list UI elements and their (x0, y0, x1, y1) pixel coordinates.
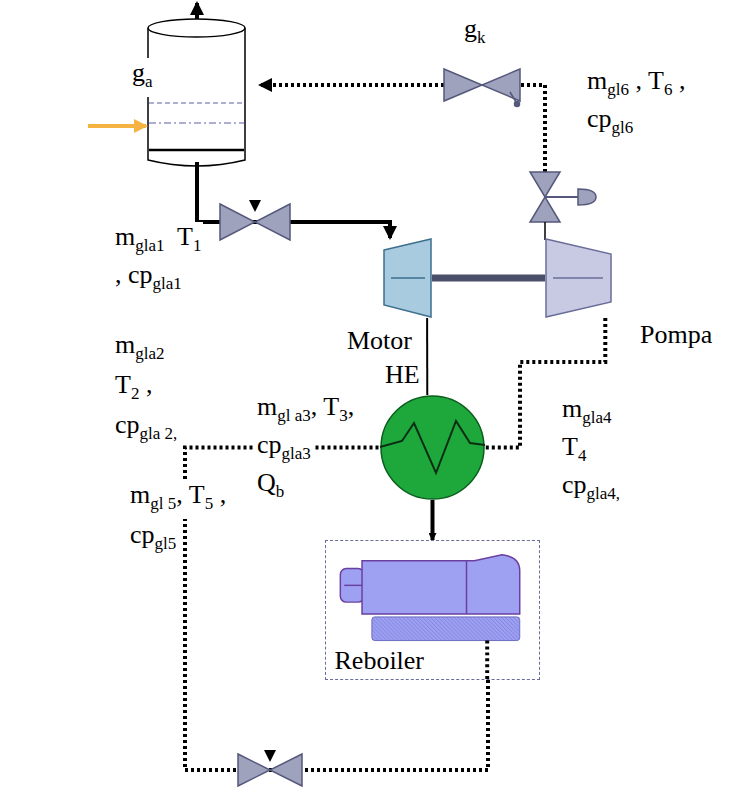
vent-arrow (195, 3, 199, 20)
symbol-text: g (464, 14, 477, 43)
symbol-text: m (115, 222, 135, 251)
symbol-text: T (165, 222, 193, 251)
symbol-text: Q (257, 468, 276, 497)
symbol-text: , cp (115, 260, 153, 289)
subscript: gla1 (153, 274, 182, 293)
subscript: gl6 (607, 80, 629, 99)
subscript: k (477, 28, 486, 47)
tank (148, 19, 245, 166)
subscript: 2 (131, 384, 140, 403)
pump-stem (544, 222, 546, 240)
symbol-text: cp (562, 470, 587, 499)
symbol-text: m (130, 480, 150, 509)
return-line (520, 85, 545, 172)
subscript: gl 5 (150, 494, 176, 513)
subscript: 3 (339, 406, 348, 425)
node-shape (380, 395, 485, 500)
stream-label: mgl a3, T3, (255, 392, 356, 431)
symbol-text: cp (587, 104, 612, 133)
subscript: gla2 (135, 344, 164, 363)
stream-label: cpgla4, (560, 470, 622, 509)
node-label: Pompa (640, 320, 712, 350)
stream-label: cpgla 2, (113, 410, 179, 449)
reboiler-box: Reboiler (325, 540, 540, 680)
subscript: gl5 (155, 534, 177, 553)
symbol-text: , T (176, 480, 204, 509)
symbol-text: cp (115, 410, 140, 439)
subscript: gla4 (582, 408, 611, 427)
subscript: gl a3 (277, 406, 311, 425)
symbol-text: , (139, 370, 152, 399)
valve-symbol (444, 69, 520, 107)
symbol-text: g (132, 58, 145, 87)
valve-symbol (238, 750, 302, 786)
symbol-text: cp (257, 430, 282, 459)
subscript: 6 (664, 80, 673, 99)
node-shape (545, 238, 612, 318)
symbol-text: , T (311, 392, 339, 421)
motor-turbine: Motor (383, 238, 432, 318)
subscript: gla4, (587, 484, 621, 503)
subscript: gla1 (135, 236, 164, 255)
symbol-text: cp (130, 520, 155, 549)
stream-label: , cpgla1 (113, 260, 184, 299)
stream-label: mgla1 T1 (113, 222, 203, 261)
symbol-text: T (115, 370, 131, 399)
symbol-text: m (115, 330, 135, 359)
stream-label: ga (130, 58, 155, 97)
subscript: 5 (205, 494, 214, 513)
subscript: 1 (193, 236, 202, 255)
stream-label: T2 , (113, 370, 154, 409)
symbol-text: , T (629, 66, 664, 95)
heat-exchanger: HE (380, 395, 485, 500)
subscript: gla 2, (140, 424, 178, 443)
symbol-text: , (348, 392, 355, 421)
subscript: b (276, 482, 285, 501)
pipe-connector (426, 318, 428, 395)
stream-label: cpgla3 (255, 430, 313, 469)
subscript: a (145, 72, 153, 91)
symbol-text: T (562, 432, 578, 461)
stream-label: cpgl6 (585, 104, 635, 143)
stream-label: mgl6 , T6 , (585, 66, 687, 105)
node-label: Motor (347, 326, 412, 356)
stream-label: T4 (560, 432, 588, 471)
pipe-connector (431, 500, 435, 540)
symbol-text: m (562, 394, 582, 423)
subscript: gl6 (612, 118, 634, 137)
stream-label: gk (462, 14, 488, 53)
symbol-text: m (587, 66, 607, 95)
feed-arrow (88, 124, 146, 128)
symbol-text: , (672, 66, 685, 95)
valve-symbol (220, 200, 290, 240)
stream-label: cpgl5 (128, 520, 178, 559)
return-line (260, 83, 444, 87)
stream-label: mgl 5, T5 , (128, 480, 228, 519)
node-label: Reboiler (335, 646, 425, 676)
symbol-text: , (213, 480, 226, 509)
three-way-valve (530, 172, 596, 222)
node-shape (383, 238, 432, 318)
subscript: gla3 (282, 444, 311, 463)
symbol-text: m (257, 392, 277, 421)
pump-compressor: Pompa (545, 238, 612, 318)
stream-label: Qb (255, 468, 286, 507)
node-label: HE (385, 360, 420, 390)
stream-label: mgla4 (560, 394, 614, 433)
subscript: 4 (578, 446, 587, 465)
pipe-connector (432, 275, 545, 282)
stream-label: mgla2 (113, 330, 167, 369)
